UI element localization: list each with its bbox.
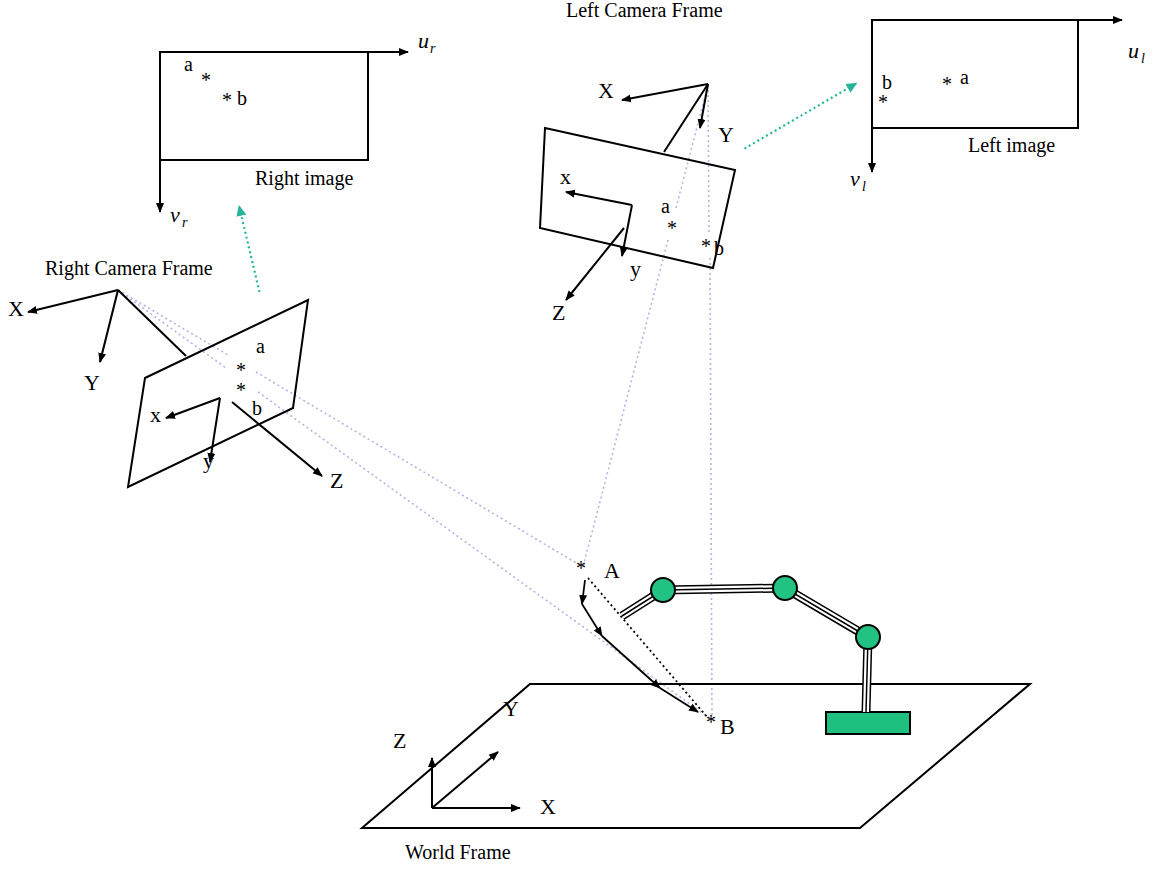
node-label: a — [256, 336, 265, 356]
axis-label: r — [182, 216, 187, 230]
axis-label: Z — [330, 470, 343, 492]
axis-label: X — [8, 298, 24, 320]
axis-label: u — [418, 30, 429, 52]
image-axes — [160, 20, 1122, 212]
axis-label: v — [850, 168, 860, 190]
node-shape — [128, 300, 308, 487]
projection-arrow — [744, 83, 856, 148]
point-mark: * — [201, 70, 211, 90]
world-axes — [432, 752, 520, 808]
point-mark: * — [576, 558, 586, 578]
point-mark: * — [878, 92, 888, 112]
node-label: a — [960, 67, 969, 87]
projection-arrow — [239, 206, 259, 292]
image-plane: a ** b — [125, 296, 313, 490]
axis-label: x — [560, 166, 571, 188]
node-shape — [160, 52, 368, 160]
node-label: a — [661, 196, 670, 216]
axis-label: B — [720, 716, 735, 738]
node-shape — [872, 20, 1078, 128]
axis-label: Y — [503, 698, 519, 720]
left-camera-frame — [566, 84, 708, 300]
axis-label: X — [598, 80, 614, 102]
point-mark: * — [667, 218, 677, 238]
image-box: a**bRight image — [150, 40, 382, 202]
point-mark: * — [706, 712, 716, 732]
axis-label: y — [203, 450, 214, 472]
projection-rays — [118, 85, 712, 720]
robot-arm — [622, 576, 910, 734]
node-label: b — [252, 398, 262, 418]
axis-label: v — [170, 204, 180, 226]
frame-label: Left Camera Frame — [566, 0, 723, 20]
point-mark: * — [942, 74, 952, 94]
axis-label: y — [630, 258, 641, 280]
axis-label: Z — [552, 302, 565, 324]
point-mark: * — [236, 380, 246, 400]
axis-label: X — [540, 796, 556, 818]
axis-label: r — [430, 42, 435, 56]
point-mark: * — [701, 236, 711, 256]
axis-label: x — [150, 404, 161, 426]
frame-label: World Frame — [405, 842, 511, 862]
node-label: b — [714, 238, 724, 258]
axis-label: Y — [84, 372, 100, 394]
axis-label: A — [604, 560, 620, 582]
node-label: b — [882, 72, 892, 92]
point-mark: * — [222, 90, 232, 110]
axis-label: Y — [718, 124, 734, 146]
right-camera-frame — [28, 290, 322, 476]
node-label: Left image — [968, 135, 1055, 155]
node-label: Right image — [255, 168, 353, 188]
axis-label: l — [862, 180, 866, 194]
image-plane: a**b — [535, 124, 741, 272]
node-outline — [125, 296, 313, 490]
axis-label: Z — [393, 730, 406, 752]
point-mark: * — [236, 360, 246, 380]
node-label: b — [237, 88, 247, 108]
frame-label: Right Camera Frame — [45, 258, 213, 278]
axis-label: u — [1128, 40, 1139, 62]
world-plane — [362, 684, 1030, 828]
image-box: b**aLeft image — [860, 10, 1085, 165]
node-shape — [540, 128, 735, 268]
node-label: a — [184, 54, 193, 74]
axis-label: l — [1141, 52, 1145, 66]
